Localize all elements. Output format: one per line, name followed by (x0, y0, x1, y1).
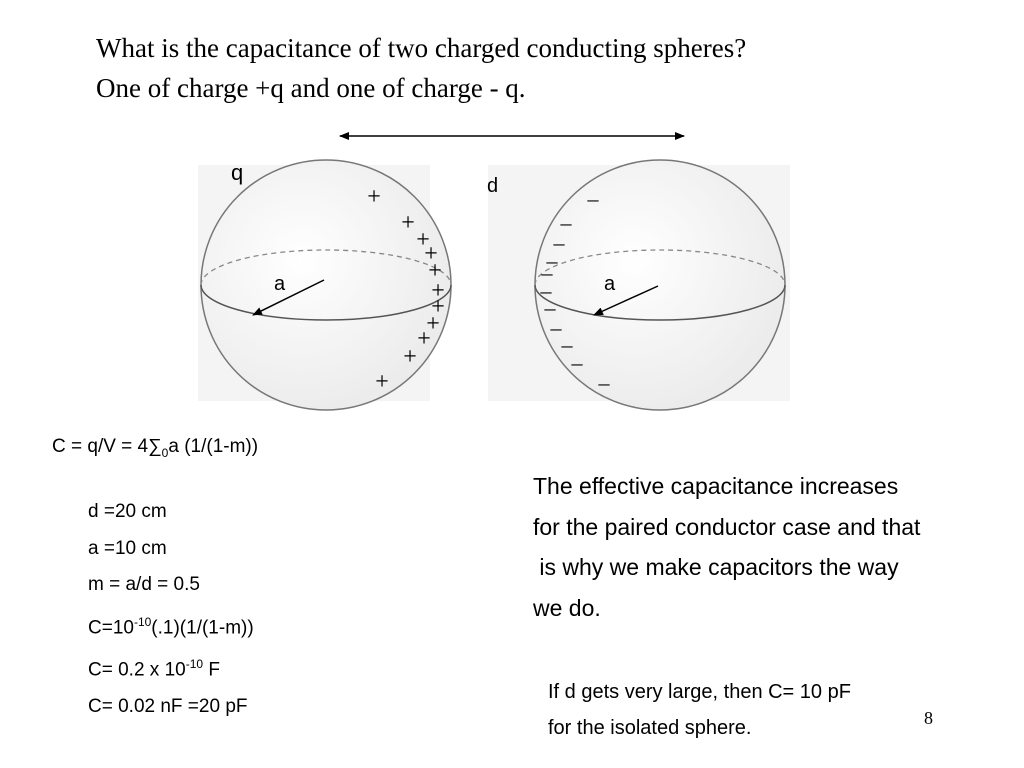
plus-charge-3: + (416, 227, 430, 253)
plus-charge-5: + (428, 258, 442, 284)
minus-charge-10: – (571, 350, 584, 375)
plus-charge-1: + (367, 184, 381, 210)
plus-charge-7: + (431, 294, 445, 320)
note-line-2: for the paired conductor case and that (533, 513, 921, 540)
radius-label-right: a (604, 273, 616, 295)
calc-c3: C= 0.02 nF =20 pF (88, 696, 248, 718)
left-equator-front (200, 284, 452, 321)
plus-charge-4: + (424, 241, 438, 267)
left-radius-arrow (252, 279, 325, 316)
minus-charge-6: – (540, 278, 553, 303)
calculation-steps: d =20 cm a =10 cm m = a/d = 0.5 C=10-10(… (88, 494, 254, 726)
note2-line-2: for the isolated sphere. (548, 717, 752, 739)
left-sphere (200, 159, 452, 411)
calc-c1-post: (.1)(1/(1-m)) (151, 616, 254, 638)
effective-capacitance-note: The effective capacitance increases for … (533, 466, 920, 628)
isolated-sphere-note: If d gets very large, then C= 10 pF for … (548, 674, 851, 746)
formula-prefix: C = q/V = 4 (52, 436, 149, 457)
minus-charge-8: – (550, 315, 563, 340)
plus-charge-2: + (401, 210, 415, 236)
note-line-3: is why we make capacitors the way (533, 554, 899, 580)
plus-charge-10: + (403, 344, 417, 370)
minus-charge-7: – (544, 295, 557, 320)
right-sphere (534, 159, 786, 411)
radius-label-left: a (274, 273, 286, 295)
formula-subscript: 0 (161, 445, 169, 460)
capacitance-formula: C = q/V = 4∑0a (1/(1-m)) (52, 436, 258, 460)
title-line-2: One of charge +q and one of charge - q. (96, 73, 526, 103)
calc-c1: C=10-10(.1)(1/(1-m)) (88, 604, 254, 647)
note2-line-1: If d gets very large, then C= 10 pF (548, 681, 851, 703)
left-equator-back (200, 249, 452, 286)
calc-c2-pre: C= 0.2 x 10 (88, 659, 186, 681)
calc-a: a =10 cm (88, 537, 167, 559)
positive-charges: +++++++++++ (367, 184, 445, 395)
plus-charge-11: + (375, 369, 389, 395)
minus-charge-5: – (541, 260, 554, 285)
minus-charge-11: – (598, 370, 611, 395)
calc-c2: C= 0.2 x 10-10 F (88, 646, 254, 689)
minus-charge-4: – (546, 248, 559, 273)
calc-m: m = a/d = 0.5 (88, 574, 200, 595)
calc-c2-exponent: -10 (185, 657, 204, 672)
slide-title: What is the capacitance of two charged c… (96, 28, 746, 108)
minus-charge-1: – (587, 186, 600, 211)
formula-suffix: a (1/(1-m)) (168, 436, 259, 457)
plus-charge-8: + (426, 311, 440, 337)
plus-charge-6: + (431, 278, 445, 304)
negative-charges: ––––––––––– (540, 186, 611, 395)
right-radius-arrow (593, 285, 659, 316)
minus-charge-3: – (553, 230, 566, 255)
plus-charge-9: + (417, 326, 431, 352)
page-number: 8 (924, 708, 933, 728)
minus-charge-9: – (561, 332, 574, 357)
distance-label-d: d (487, 175, 498, 197)
calc-c1-pre: C=10 (88, 616, 134, 638)
two-spheres-diagram: q d a a +++++++++++ ––––––––––– (198, 132, 790, 411)
formula-sum-symbol: ∑ (148, 436, 162, 457)
calc-c1-exponent: -10 (133, 614, 152, 629)
title-line-1: What is the capacitance of two charged c… (96, 33, 747, 63)
note-line-4: we do. (533, 594, 601, 621)
calc-c2-post: F (203, 659, 220, 681)
left-sphere-outline (200, 159, 452, 411)
note-line-1: The effective capacitance increases (533, 473, 899, 499)
charge-label-q: q (231, 160, 243, 185)
right-equator-front (534, 284, 786, 321)
calc-d: d =20 cm (88, 501, 167, 522)
minus-charge-2: – (560, 210, 573, 235)
right-equator-back (534, 249, 786, 286)
